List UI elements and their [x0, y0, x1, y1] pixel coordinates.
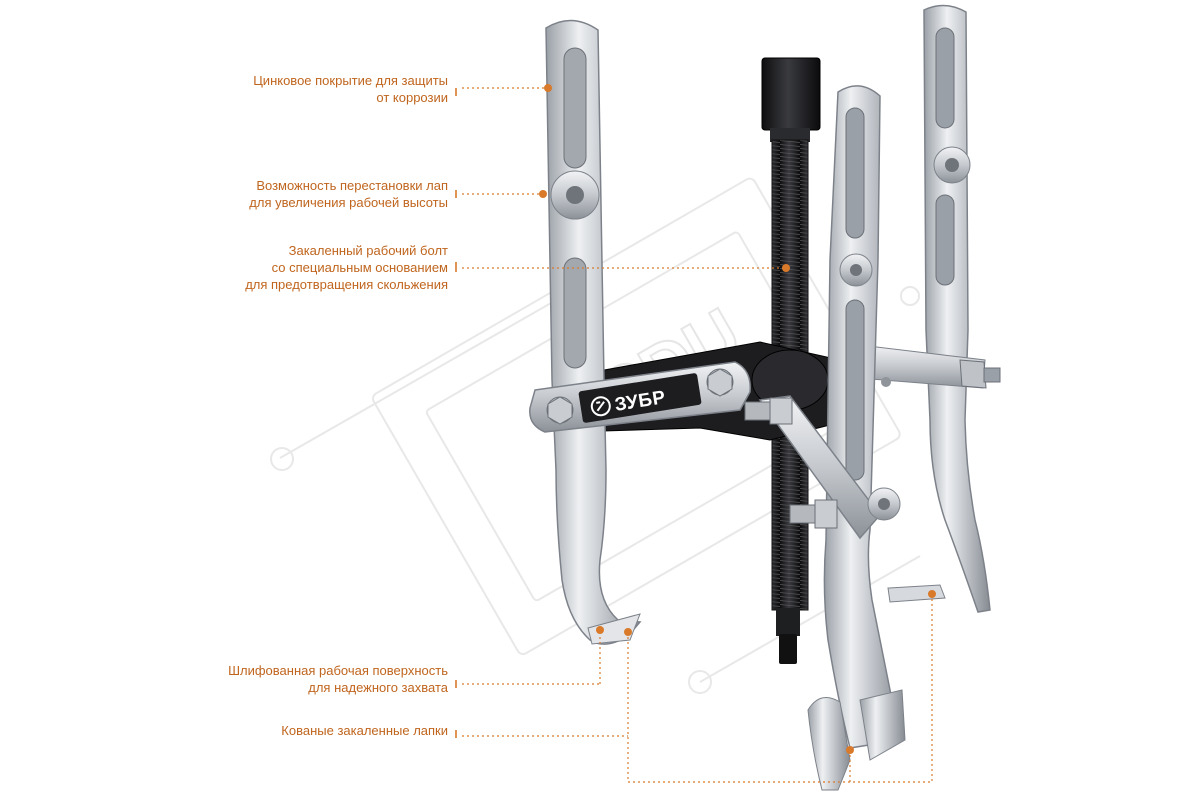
callout-ground-surface: Шлифованная рабочая поверхность для наде… — [228, 662, 448, 696]
left-crossbar: ЗУБР — [529, 361, 751, 433]
front-jaw-leg — [807, 85, 906, 791]
callout-line: Закаленный рабочий болт — [288, 243, 448, 258]
marker-leg-adjust — [539, 190, 547, 198]
callout-markers — [539, 84, 936, 754]
callout-line: для надежного захвата — [308, 680, 448, 695]
callout-line: от коррозии — [376, 90, 448, 105]
callout-line: Цинковое покрытие для защиты — [253, 73, 448, 88]
callout-zinc-coating: Цинковое покрытие для защиты от коррозии — [253, 72, 448, 106]
marker-zinc-coating — [544, 84, 552, 92]
callout-forged-jaws: Кованые закаленные лапки — [281, 722, 448, 739]
marker-forged-jaw-3 — [928, 590, 936, 598]
right-crossbar — [857, 344, 1001, 389]
front-crossbar — [744, 395, 901, 540]
callout-line: для увеличения рабочей высоты — [249, 195, 448, 210]
marker-ground-surface — [596, 626, 604, 634]
rear-jaw-leg — [887, 4, 991, 613]
callout-line: Возможность перестановки лап — [256, 178, 448, 193]
callout-leg-adjust: Возможность перестановки лап для увеличе… — [249, 177, 448, 211]
callout-leaders — [455, 87, 933, 783]
marker-forged-jaw-1 — [624, 628, 632, 636]
left-jaw-leg — [545, 19, 642, 645]
marker-bolt — [782, 264, 790, 272]
marker-forged-jaw-2 — [846, 746, 854, 754]
callout-line: со специальным основанием — [271, 260, 448, 275]
callout-line: Кованые закаленные лапки — [281, 723, 448, 738]
callout-line: Шлифованная рабочая поверхность — [228, 663, 448, 678]
callout-line: для предотвращения скольжения — [245, 277, 448, 292]
callout-bolt: Закаленный рабочий болт со специальным о… — [245, 242, 448, 293]
